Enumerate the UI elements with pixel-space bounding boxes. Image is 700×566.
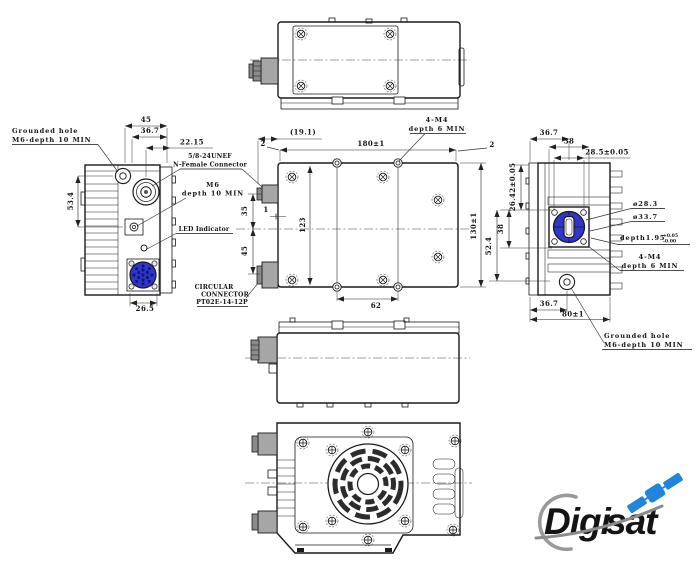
digisat-logo: Digi sat <box>534 472 683 552</box>
note-m6-2: depth 10 MIN <box>182 190 244 198</box>
circular-connector-icon <box>126 258 160 292</box>
view-rear-elevation <box>245 317 470 408</box>
note-grounded-hole-left-2: M6-depth 10 MIN <box>12 136 92 144</box>
note-4m4-top-1: 4-M4 <box>426 116 449 124</box>
satellite-icon <box>627 472 683 514</box>
note-unef-1: 5/8-24UNEF <box>188 153 232 160</box>
note-4m4-right-1: 4-M4 <box>639 253 662 261</box>
dim-26-42: 26.42±0.05 <box>508 163 517 212</box>
dim-38-top: 38 <box>564 137 575 146</box>
dim-26-5: 26.5 <box>136 304 155 313</box>
led-indicator-icon <box>140 244 148 252</box>
note-led: LED Indicator <box>179 226 230 233</box>
logo-swoosh-icon <box>534 504 664 540</box>
logo-crescent-icon <box>537 493 578 552</box>
dim-45-plan: 45 <box>240 246 249 257</box>
dim-62: 62 <box>371 301 382 310</box>
view-plan: (19.1) 2 180±1 2 4-M4 depth 6 MIN 35 45 … <box>236 116 494 310</box>
dim-80: 80±1 <box>562 310 584 319</box>
dim-28-5: 28.5±0.05 <box>585 148 629 157</box>
dim-123: 123 <box>298 217 307 233</box>
fan-grille-icon <box>327 443 409 525</box>
note-circular-2: CONNECTOR <box>201 292 249 299</box>
view-top-elevation <box>248 17 470 110</box>
note-depth-tol-bot: -0.00 <box>663 239 676 245</box>
note-4m4-right-2: depth 6 MIN <box>622 262 679 270</box>
note-m6-1: M6 <box>206 181 220 189</box>
n-female-connector-icon <box>132 178 160 206</box>
m6-hole-icon <box>124 218 144 236</box>
base-rail <box>280 96 459 110</box>
grounded-hole-right <box>558 273 576 291</box>
dim-180: 180±1 <box>357 139 384 148</box>
note-circular-1: CIRCULAR <box>195 284 234 291</box>
bottom-right-fins <box>432 458 464 519</box>
grounded-hole-left <box>114 167 132 185</box>
dim-2-right: 2 <box>489 140 494 149</box>
connector-pins <box>132 264 154 286</box>
note-depth-tol-top: +0.05 <box>663 233 678 239</box>
note-dia-28-3: ø28.3 <box>633 200 658 208</box>
view-right-side: 36.7 38 28.5±0.05 26.42±0.05 38 52.4 ø28… <box>484 128 692 350</box>
note-dia-33-7: ø33.7 <box>633 213 658 221</box>
note-grounded-hole-right-1: Grounded hole <box>604 332 670 340</box>
circular-connector-stub <box>256 261 279 289</box>
heatsink-fins <box>85 183 118 290</box>
dim-38-left: 38 <box>496 224 505 235</box>
note-grounded-hole-left-1: Grounded hole <box>12 127 78 135</box>
dim-36-7-bot: 36.7 <box>540 299 559 308</box>
dim-45: 45 <box>141 115 152 124</box>
dim-36-7-top: 36.7 <box>540 128 559 137</box>
waveguide-flange-icon <box>548 206 590 248</box>
dim-52-4: 52.4 <box>484 237 493 256</box>
view-bottom-fan <box>245 422 472 554</box>
dim-19-1: (19.1) <box>290 128 316 137</box>
dim-2-left: 2 <box>260 139 265 148</box>
dim-22-15: 22.15 <box>180 138 204 147</box>
dim-53-4: 53.4 <box>66 192 75 211</box>
callout-labels: 5/8-24UNEF N-Female Connector M6 depth 1… <box>136 153 264 307</box>
note-4m4-top-2: depth 6 MIN <box>409 125 466 133</box>
dim-1: 1 <box>263 205 268 214</box>
dim-35: 35 <box>240 206 249 217</box>
note-unef-2: N-Female Connector <box>173 162 247 169</box>
note-circular-3: PT02E-14-12P <box>196 299 248 306</box>
note-depth-1-95: depth1.95 <box>620 234 665 242</box>
bottom-left-connectors <box>251 432 278 534</box>
left-fins-bottom <box>277 459 295 517</box>
n-connector-side-icon <box>248 57 279 85</box>
dim-36-7: 36.7 <box>141 126 160 135</box>
note-grounded-hole-right-2: M6-depth 10 MIN <box>604 341 684 349</box>
dim-130: 130±1 <box>469 212 478 239</box>
n-connector-side-icon-2 <box>250 336 278 374</box>
